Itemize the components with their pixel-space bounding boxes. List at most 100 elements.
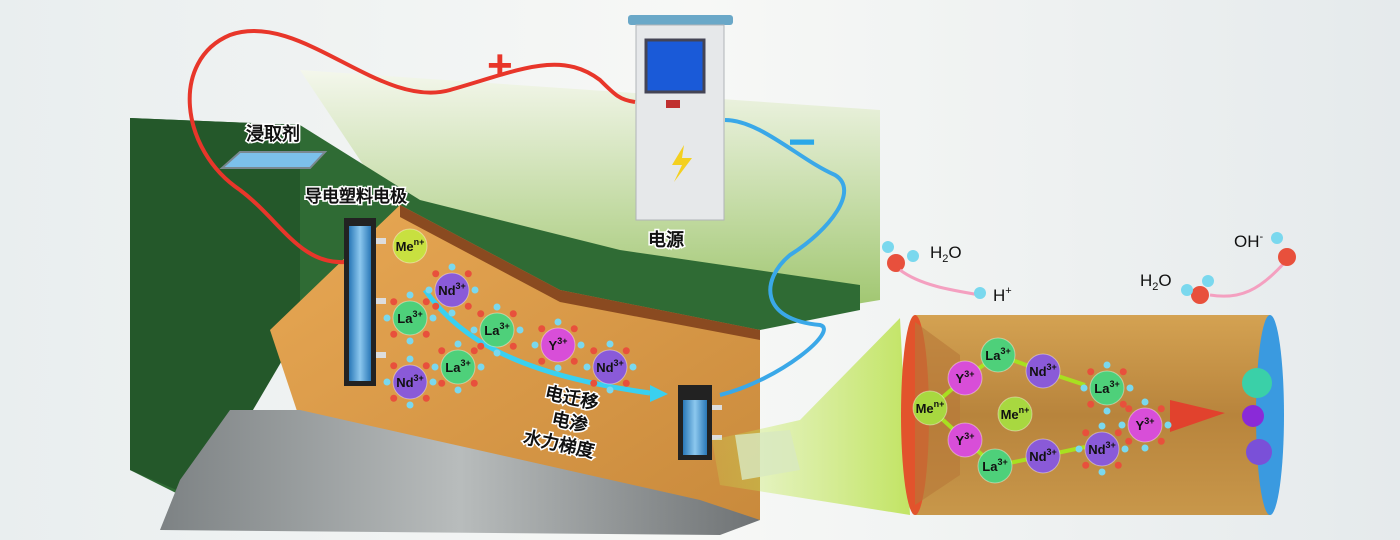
water-molecule <box>448 309 456 317</box>
water-molecule <box>422 330 430 338</box>
ion-label: Men+ <box>916 399 945 416</box>
water-molecule <box>1082 461 1090 469</box>
cathode-reaction <box>1181 232 1296 304</box>
water-molecule <box>464 302 472 310</box>
water-molecule <box>554 364 562 372</box>
anode-h2o-label: H2O <box>930 243 962 265</box>
ion-me: Men+ <box>912 390 948 426</box>
ion-la: La3+ <box>977 448 1013 484</box>
ion-sphere <box>434 272 470 308</box>
leaching-agent-label: 浸取剂 <box>246 123 300 145</box>
ion-sphere <box>1089 370 1125 406</box>
water-molecule <box>390 362 398 370</box>
ion-la: La3+ <box>980 337 1016 373</box>
ion-sphere <box>980 337 1016 373</box>
water-molecule <box>538 357 546 365</box>
water-molecule <box>454 386 462 394</box>
cathode-cap <box>1256 315 1284 515</box>
water-molecule <box>583 363 591 371</box>
field-ions: Men+Nd3+La3+La3+Y3+Nd3+La3+Nd3+ <box>383 228 637 409</box>
water-molecule <box>1141 444 1149 452</box>
conductive-plastic-electrode <box>344 218 386 386</box>
ion-label: Y3+ <box>956 431 975 448</box>
leaching-agent-pool <box>219 151 328 169</box>
water-molecule <box>406 291 414 299</box>
ion-sphere <box>479 312 515 348</box>
water-molecule <box>390 298 398 306</box>
water-molecule <box>477 310 485 318</box>
ion-sphere <box>1025 438 1061 474</box>
ion-sphere <box>1127 407 1163 443</box>
water-molecule <box>590 379 598 387</box>
migration-arrow <box>422 288 651 396</box>
landscape <box>130 70 880 535</box>
ion-me: Men+ <box>392 228 428 264</box>
electrode-label: 导电塑料电极 <box>305 186 407 207</box>
topsoil-edge <box>400 205 760 340</box>
ion-label: La3+ <box>397 309 422 326</box>
cathode-electrode <box>678 385 722 460</box>
ion-sphere <box>1025 353 1061 389</box>
ion-nd: Nd3+ <box>1025 438 1061 474</box>
lightning-icon <box>672 145 692 182</box>
water-molecule <box>477 342 485 350</box>
ion-nd: Nd3+ <box>425 263 479 317</box>
ion-la: La3+ <box>470 303 524 357</box>
forest-slope <box>130 118 300 500</box>
water-molecule <box>448 263 456 271</box>
water-molecule <box>422 394 430 402</box>
water-molecule <box>454 340 462 348</box>
water-molecule <box>422 298 430 306</box>
ion-y: Y3+ <box>947 422 983 458</box>
water-molecule <box>606 340 614 348</box>
transport-arrow <box>1170 400 1225 432</box>
ion-sphere <box>912 390 948 426</box>
water-molecule <box>470 379 478 387</box>
water-molecule <box>429 378 437 386</box>
deposit-particle <box>1246 439 1272 465</box>
water-molecule <box>406 401 414 409</box>
water-molecule <box>554 318 562 326</box>
water-molecule <box>1087 400 1095 408</box>
ion-label: Men+ <box>1001 405 1030 422</box>
ion-y: Y3+ <box>947 360 983 396</box>
water-molecule <box>1157 405 1165 413</box>
ion-label: Nd3+ <box>438 281 466 298</box>
ion-la: La3+ <box>1080 361 1134 415</box>
water-molecule <box>1125 437 1133 445</box>
water-molecule <box>1103 361 1111 369</box>
grassland <box>300 70 880 320</box>
water-molecule <box>1126 384 1134 392</box>
minus-sign: − <box>788 116 816 169</box>
ion-label: Nd3+ <box>1029 362 1057 379</box>
water-molecule <box>383 314 391 322</box>
water-molecule <box>516 326 524 334</box>
water-molecule <box>570 325 578 333</box>
ion-sphere <box>592 349 628 385</box>
ion-sphere <box>392 364 428 400</box>
water-molecule <box>622 347 630 355</box>
ion-nd: Nd3+ <box>1075 422 1129 476</box>
water-molecule <box>1098 422 1106 430</box>
ion-label: La3+ <box>1094 379 1119 396</box>
anode-wire <box>187 28 636 265</box>
water-molecule <box>471 286 479 294</box>
ion-label: Nd3+ <box>596 358 624 375</box>
water-molecule <box>1114 461 1122 469</box>
forest <box>130 118 860 500</box>
ion-sphere <box>947 360 983 396</box>
deposit-particle <box>1242 368 1272 398</box>
ion-sphere <box>440 349 476 385</box>
water-molecule <box>509 342 517 350</box>
ion-sphere <box>1084 431 1120 467</box>
water-molecule <box>1075 445 1083 453</box>
water-molecule <box>1103 407 1111 415</box>
water-molecule <box>432 270 440 278</box>
ion-y: Y3+ <box>1118 398 1172 452</box>
ion-label: Y3+ <box>1136 416 1155 433</box>
power-supply-screen <box>644 38 706 94</box>
water-molecule <box>406 355 414 363</box>
water-molecule <box>1164 421 1172 429</box>
water-molecule <box>1157 437 1165 445</box>
